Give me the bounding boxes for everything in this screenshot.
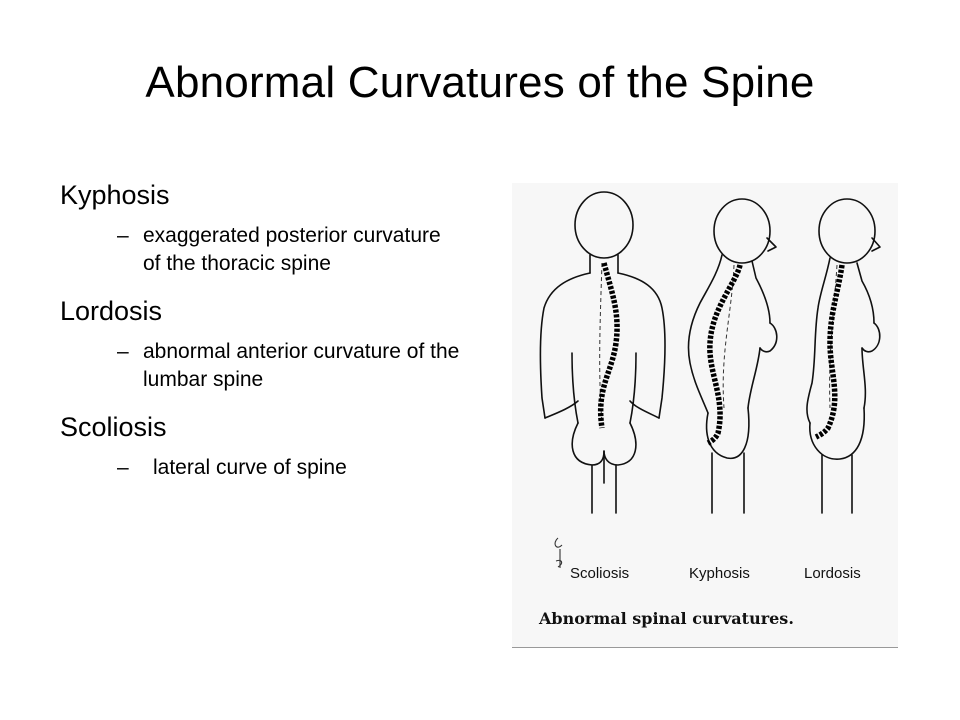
signature-mark xyxy=(554,537,563,568)
dash: – xyxy=(117,340,129,363)
figure-caption: Abnormal spinal curvatures. xyxy=(539,609,794,628)
dash: – xyxy=(117,224,129,247)
scoliosis-spine xyxy=(598,262,620,429)
bullet-kyphosis: Kyphosis xyxy=(60,180,170,210)
label-kyphosis: Kyphosis xyxy=(689,565,750,582)
bullet-lordosis: Lordosis xyxy=(60,296,163,326)
kyphosis-spine xyxy=(706,264,743,446)
spine-illustration xyxy=(539,191,881,568)
spinal-curvatures-figure: Scoliosis Kyphosis Lordosis Abnormal spi… xyxy=(512,183,898,648)
label-scoliosis: Scoliosis xyxy=(570,565,630,582)
bullet-kyphosis-desc: – exaggerated posterior curvature of the… xyxy=(60,222,460,278)
dash: – xyxy=(117,456,129,479)
label-lordosis: Lordosis xyxy=(804,565,861,582)
lordosis-spine xyxy=(814,264,845,440)
bullet-lordosis-desc: – abnormal anterior curvature of the lum… xyxy=(60,338,460,394)
lordosis-description: abnormal anterior curvature of the lumba… xyxy=(143,340,460,391)
scoliosis-description: lateral curve of spine xyxy=(153,456,347,479)
scoliosis-figure xyxy=(539,191,666,514)
lordosis-figure xyxy=(806,198,881,514)
bullet-scoliosis-desc: – lateral curve of spine xyxy=(60,454,460,482)
vertebrae xyxy=(598,262,845,446)
kyphosis-figure xyxy=(687,198,778,514)
bullet-list: Kyphosis – exaggerated posterior curvatu… xyxy=(60,178,460,498)
bullet-scoliosis: Scoliosis xyxy=(60,412,167,442)
slide-title: Abnormal Curvatures of the Spine xyxy=(145,58,815,107)
kyphosis-description: exaggerated posterior curvature of the t… xyxy=(143,224,441,275)
